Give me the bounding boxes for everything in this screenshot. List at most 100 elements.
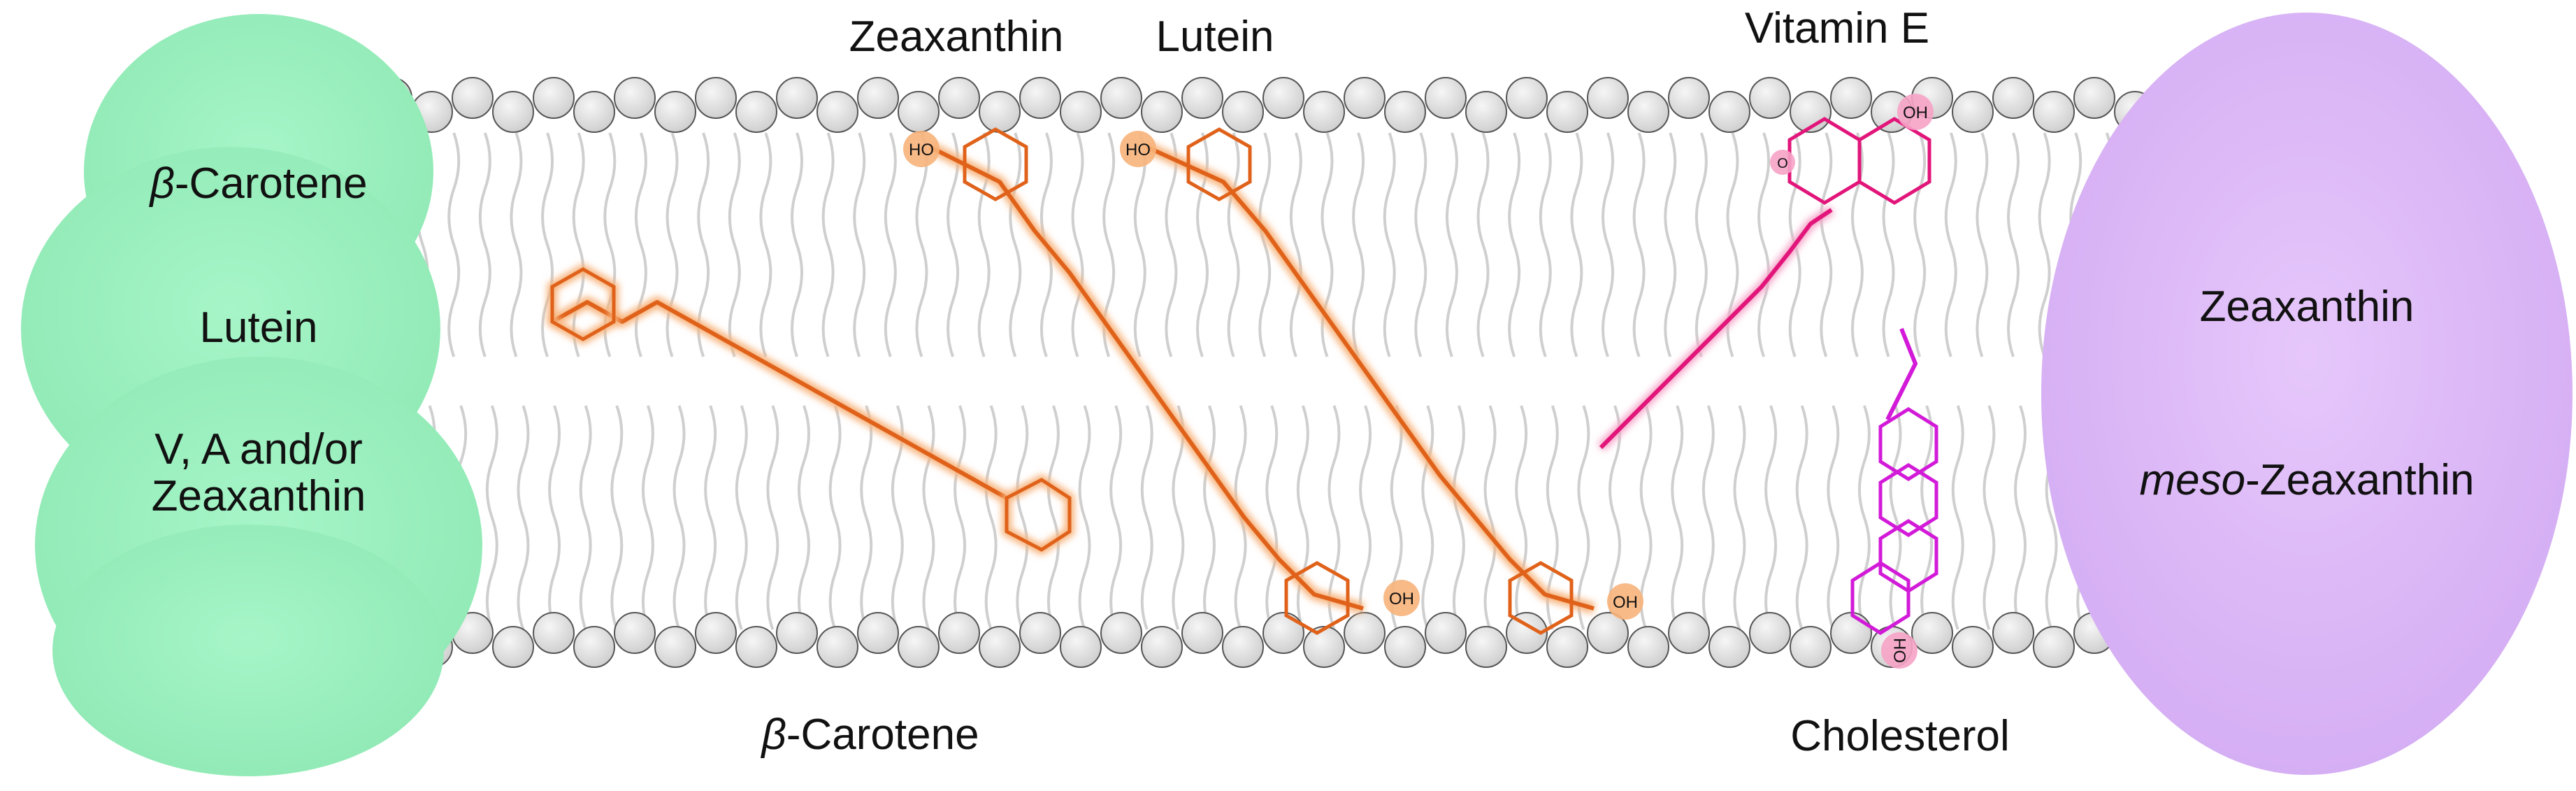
beta-carotene-text: -Carotene — [786, 711, 979, 759]
lipid-tail — [1701, 405, 1715, 630]
lipid-head — [816, 91, 858, 133]
lipid-tail — [1820, 132, 1833, 357]
lipid-head — [1749, 612, 1791, 654]
lipid-heads-bottom-leaflet — [370, 612, 2156, 668]
lipid-head — [1384, 91, 1426, 133]
lipid-head — [452, 77, 494, 119]
lipid-tail — [1976, 132, 1989, 357]
lipid-head — [1749, 77, 1791, 119]
lipid-head — [979, 91, 1021, 133]
lipid-head — [1668, 77, 1710, 119]
lipid-tail — [510, 132, 523, 357]
lipid-head — [533, 612, 575, 654]
lipid-head — [1830, 612, 1872, 654]
lipid-tail — [1296, 405, 1309, 630]
lipid-tail — [1983, 405, 1996, 630]
lipid-head — [1303, 91, 1345, 133]
lipid-head — [1506, 612, 1548, 654]
label-cholesterol: Cholesterol — [1790, 712, 2010, 760]
hydroxyl-zeaxanthin-bottom: OH — [1383, 580, 1420, 616]
beta-carotene-molecule — [547, 263, 1074, 556]
lipid-head — [1100, 77, 1142, 119]
lipid-tail — [728, 132, 741, 357]
lipid-tail — [1476, 132, 1490, 357]
lipid-head — [1546, 91, 1588, 133]
lipid-head — [776, 77, 818, 119]
lipid-tail — [2038, 132, 2051, 357]
lipid-head — [695, 612, 737, 654]
label-vitamin-e: Vitamin E — [1744, 4, 1930, 52]
hydroxyl-zeaxanthin-top: HO — [903, 131, 940, 167]
lipid-tail — [791, 132, 803, 357]
lipid-head — [1425, 612, 1467, 654]
lipid-head — [533, 77, 575, 119]
meso-prefix: meso — [2139, 456, 2246, 504]
lipid-head — [1587, 77, 1629, 119]
lipid-tail — [1764, 405, 1778, 630]
lipid-tail — [641, 405, 654, 630]
lipid-tail — [672, 405, 686, 630]
lipid-head — [1181, 612, 1223, 654]
lipid-tail — [1421, 405, 1434, 630]
lipid-head — [1384, 626, 1426, 668]
lipid-tail — [1109, 405, 1123, 630]
lipid-head — [1222, 626, 1264, 668]
lipid-tail — [1944, 132, 1957, 357]
lipid-tail — [1632, 132, 1646, 357]
lipid-tail — [1951, 405, 1964, 630]
lipid-head — [857, 612, 899, 654]
lipid-tail — [2014, 405, 2027, 630]
lipid-tail — [1452, 405, 1465, 630]
lipid-tail — [1694, 132, 1708, 357]
lipid-head — [1019, 612, 1061, 654]
lipid-tail — [697, 132, 710, 357]
lipid-tail — [1046, 405, 1060, 630]
lipid-tail — [1757, 132, 1771, 357]
lipid-tail — [922, 405, 935, 630]
o-label: O — [1777, 156, 1788, 171]
lipid-head — [1627, 626, 1669, 668]
lipid-tail — [1889, 405, 1902, 630]
label-lutein-top: Lutein — [1156, 13, 1274, 61]
lipid-tail — [1265, 405, 1279, 630]
lipid-tail — [1352, 132, 1365, 357]
lipid-tail — [1140, 405, 1153, 630]
oh-label: OH — [1891, 638, 1910, 663]
lipid-tail — [1172, 405, 1185, 630]
lipid-tail — [915, 132, 928, 357]
lipid-head — [1262, 77, 1304, 119]
lipid-tail — [485, 405, 498, 630]
hydroxyl-vitamin-e: OH O — [1770, 94, 1934, 175]
lipid-head — [979, 626, 1021, 668]
left-protein — [21, 14, 482, 776]
lipid-head — [695, 77, 737, 119]
lipid-head — [1344, 612, 1386, 654]
lipid-head — [1425, 77, 1467, 119]
lipid-head — [898, 626, 940, 668]
lipid-head — [1668, 612, 1710, 654]
lipid-tail — [1639, 405, 1653, 630]
hydroxyl-lutein-top: HO — [1120, 131, 1156, 167]
lipid-head — [614, 77, 656, 119]
lipid-tail — [1795, 405, 1808, 630]
lipid-tail — [1577, 405, 1590, 630]
lipid-head — [1587, 612, 1629, 654]
lipid-tail — [572, 132, 585, 357]
beta-carotene-text: -Carotene — [174, 159, 368, 208]
lipid-head — [1100, 612, 1142, 654]
lipid-head — [654, 91, 696, 133]
lipid-head — [1790, 626, 1832, 668]
lipid-head — [2033, 626, 2075, 668]
meso-zeaxanthin-text: -Zeaxanthin — [2245, 456, 2475, 504]
lipid-head — [614, 612, 656, 654]
lipid-head — [2033, 91, 2075, 133]
lipid-head — [857, 77, 899, 119]
lipid-tail — [1445, 132, 1458, 357]
right-protein — [2041, 13, 2573, 775]
oh-label: OH — [1389, 590, 1414, 608]
lipid-tail — [1071, 132, 1084, 357]
lipid-tail — [447, 132, 461, 357]
lipid-head — [573, 91, 615, 133]
left-protein-line-beta-carotene: β-Carotene — [150, 162, 367, 206]
